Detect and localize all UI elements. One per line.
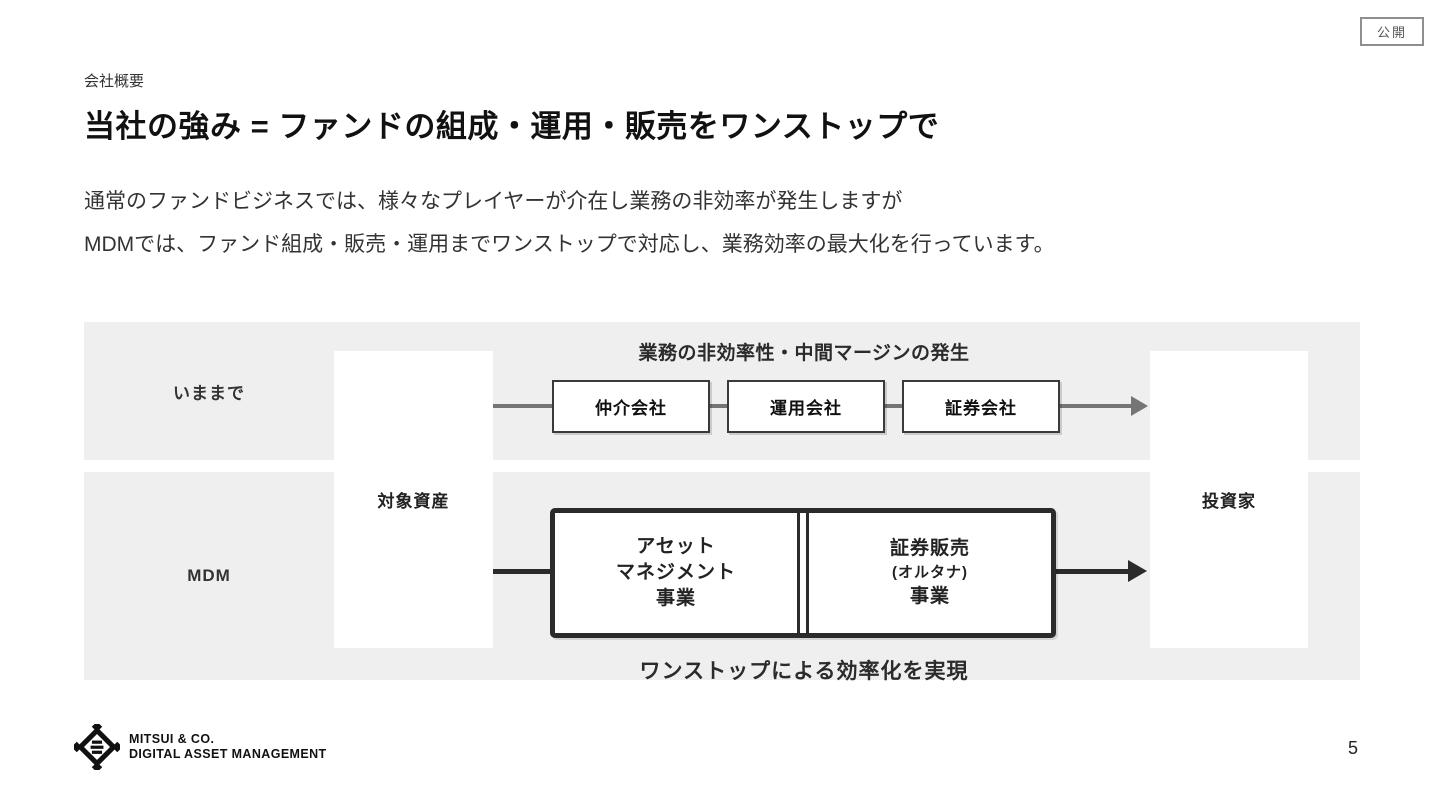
securities-company-box: 証券会社	[902, 380, 1060, 433]
body-line-1: 通常のファンドビジネスでは、様々なプレイヤーが介在し業務の非効率が発生しますが	[84, 190, 903, 213]
one-stop-divider	[797, 513, 809, 633]
public-badge: 公開	[1360, 17, 1424, 46]
body-line-2: MDMでは、ファンド組成・販売・運用までワンストップで対応し、業務効率の最大化を…	[84, 233, 1055, 256]
row-label-before: いままで	[173, 383, 245, 403]
securities-sales-line-1: 証券販売	[889, 538, 970, 559]
page-number: 5	[1348, 738, 1359, 758]
asset-management-line-3: 事業	[655, 588, 696, 609]
logo-text: MITSUI & CO. DIGITAL ASSET MANAGEMENT	[129, 732, 327, 762]
body-paragraph: 通常のファンドビジネスでは、様々なプレイヤーが介在し業務の非効率が発生しますが …	[84, 180, 1055, 266]
fund-flow-diagram: いままで MDM 対象資産 投資家 業務の非効率性・中間マージンの発生 仲介会社…	[84, 322, 1360, 683]
section-eyebrow: 会社概要	[84, 73, 145, 90]
mdm-flow-line-left	[493, 569, 551, 574]
mitsui-igeta-icon	[74, 724, 120, 770]
securities-sales-line-2: (オルタナ)	[892, 564, 968, 581]
inefficient-flow-arrowhead-icon	[1131, 396, 1148, 416]
inefficiency-header: 業務の非効率性・中間マージンの発生	[638, 343, 970, 364]
row-before-band	[84, 322, 1360, 460]
company-logo: MITSUI & CO. DIGITAL ASSET MANAGEMENT	[74, 724, 327, 770]
broker-company-box: 仲介会社	[552, 380, 710, 433]
target-investors-box: 投資家	[1150, 351, 1308, 648]
logo-text-line-2: DIGITAL ASSET MANAGEMENT	[129, 747, 327, 761]
page-title: 当社の強み = ファンドの組成・運用・販売をワンストップで	[84, 109, 940, 144]
asset-management-business-cell: アセット マネジメント 事業	[555, 513, 797, 633]
row-label-mdm: MDM	[187, 566, 231, 585]
one-stop-caption: ワンストップによる効率化を実現	[639, 660, 969, 683]
management-company-box: 運用会社	[727, 380, 885, 433]
mdm-flow-line-right	[1054, 569, 1131, 574]
mdm-flow-arrowhead-icon	[1128, 560, 1147, 582]
securities-sales-line-3: 事業	[909, 586, 950, 607]
asset-management-line-1: アセット	[636, 536, 716, 557]
source-assets-box: 対象資産	[334, 351, 493, 648]
securities-sales-business-cell: 証券販売 (オルタナ) 事業	[809, 513, 1051, 633]
one-stop-box: アセット マネジメント 事業 証券販売 (オルタナ) 事業	[550, 508, 1056, 638]
logo-text-line-1: MITSUI & CO.	[129, 732, 215, 746]
asset-management-line-2: マネジメント	[615, 562, 736, 583]
